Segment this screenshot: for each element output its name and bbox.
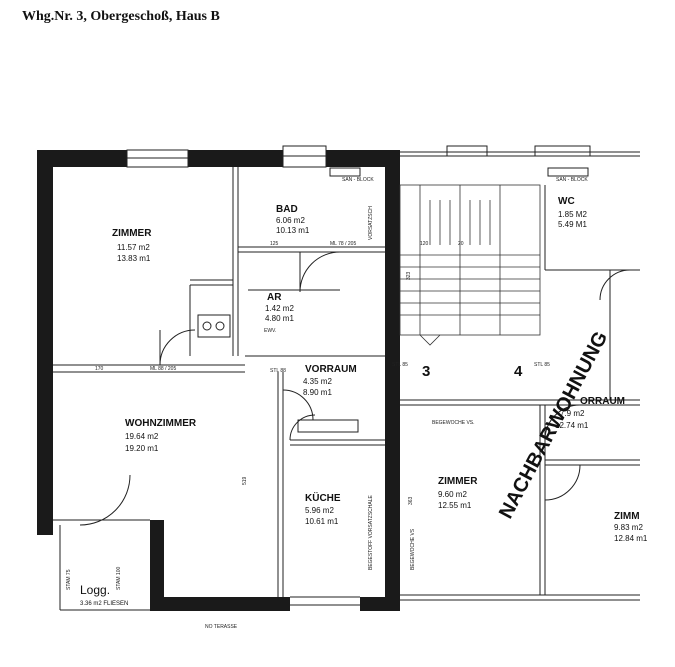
room-perimeter-wc: 5.49 M1	[558, 220, 587, 229]
interior-walls	[53, 167, 640, 611]
dim-ml2: ML 78 / 205	[330, 241, 356, 247]
label-san-block-2: SAN - BLOCK	[556, 177, 588, 183]
room-area-vorraum-2: 7.9 m2	[560, 409, 585, 418]
label-stl-2: STL 85	[392, 362, 408, 368]
dim-20: 20	[458, 241, 464, 247]
label-vorsatzschale: VORSATZSCH	[368, 206, 374, 240]
room-perimeter-zimmer-3: 12.84 m1	[614, 534, 648, 543]
room-area-vorraum: 4.35 m2	[303, 377, 332, 386]
room-area-ar: 1.42 m2	[265, 304, 294, 313]
label-stl-1: STL 88	[270, 368, 286, 374]
dim-ml: ML 88 / 205	[150, 366, 176, 372]
room-perimeter-vorraum-2: 12.74 m1	[555, 421, 589, 430]
room-area-kueche: 5.96 m2	[305, 506, 334, 515]
room-name-ar: AR	[267, 292, 282, 303]
label-ewv: EWV.	[264, 328, 276, 334]
room-name-kueche: KÜCHE	[305, 491, 341, 504]
room-name-logg: Logg.	[80, 583, 110, 597]
room-perimeter-ar: 4.80 m1	[265, 314, 294, 323]
label-begewoche-2: BEGEWOCHE VS	[410, 528, 416, 570]
dim-519: 519	[242, 476, 248, 485]
label-begestoffe: BEGESTOFF VORSATZSCHALE	[368, 495, 374, 570]
room-area-zimmer-2: 9.60 m2	[438, 490, 467, 499]
wall-west	[37, 150, 53, 535]
wall-north-1	[37, 150, 127, 167]
label-bottom: NO TERASSE	[205, 624, 238, 630]
neighbour-apartment-label: NACHBARWOHNUNG	[495, 328, 612, 522]
unit-number-4: 4	[514, 363, 523, 380]
room-area-bad: 6.06 m2	[276, 216, 305, 225]
unit-number-3: 3	[422, 363, 430, 380]
windows-north	[126, 145, 640, 168]
wall-south-1	[150, 597, 290, 611]
room-name-vorraum: VORRAUM	[305, 364, 357, 375]
room-name-zimmer-3: ZIMM	[614, 511, 640, 522]
room-name-bad: BAD	[276, 204, 298, 215]
room-name-zimmer-2: ZIMMER	[438, 476, 478, 487]
label-stam-1: STAM 75	[66, 569, 72, 590]
door-swings	[79, 251, 631, 526]
dim-120: 120	[420, 241, 429, 247]
room-perimeter-zimmer-2: 12.55 m1	[438, 501, 472, 510]
label-begewoche-1: BEGEWOCHE VS.	[432, 420, 475, 426]
room-area-wc: 1.85 M2	[558, 210, 587, 219]
wall-stair	[385, 150, 400, 610]
room-perimeter-zimmer-1: 13.83 m1	[117, 254, 151, 263]
wall-north-3	[326, 150, 398, 167]
dim-323: 323	[406, 271, 412, 280]
room-area-wohnzimmer: 19.64 m2	[125, 432, 159, 441]
wall-south-2	[360, 597, 400, 611]
room-perimeter-bad: 10.13 m1	[276, 226, 310, 235]
label-stam-2: STAM 100	[116, 567, 122, 590]
dim-125: 125	[270, 241, 279, 247]
room-name-vorraum-2: ORRAUM	[580, 396, 625, 407]
room-area-zimmer-3: 9.83 m2	[614, 523, 643, 532]
room-perimeter-vorraum: 8.90 m1	[303, 388, 332, 397]
plan-title: Whg.Nr. 3, Obergeschoß, Haus B	[22, 9, 220, 24]
staircase	[399, 184, 541, 346]
room-name-zimmer-1: ZIMMER	[112, 228, 152, 239]
wall-loggia	[150, 520, 164, 610]
room-area-logg: 3.36 m2 FLIESEN	[80, 601, 128, 607]
room-perimeter-kueche: 10.61 m1	[305, 517, 339, 526]
fixtures	[197, 167, 589, 433]
room-perimeter-wohnzimmer: 19.20 m1	[125, 444, 159, 453]
dim-363: 363	[408, 496, 414, 505]
room-name-wohnzimmer: WOHNZIMMER	[125, 418, 197, 429]
wall-north-2	[188, 150, 283, 167]
room-area-zimmer-1: 11.57 m2	[117, 243, 150, 252]
label-san-block-1: SAN - BLOCK	[342, 177, 374, 183]
dim-170: 170	[95, 366, 104, 372]
room-name-wc: WC	[558, 196, 575, 207]
label-stl-3: STL 85	[534, 362, 550, 368]
